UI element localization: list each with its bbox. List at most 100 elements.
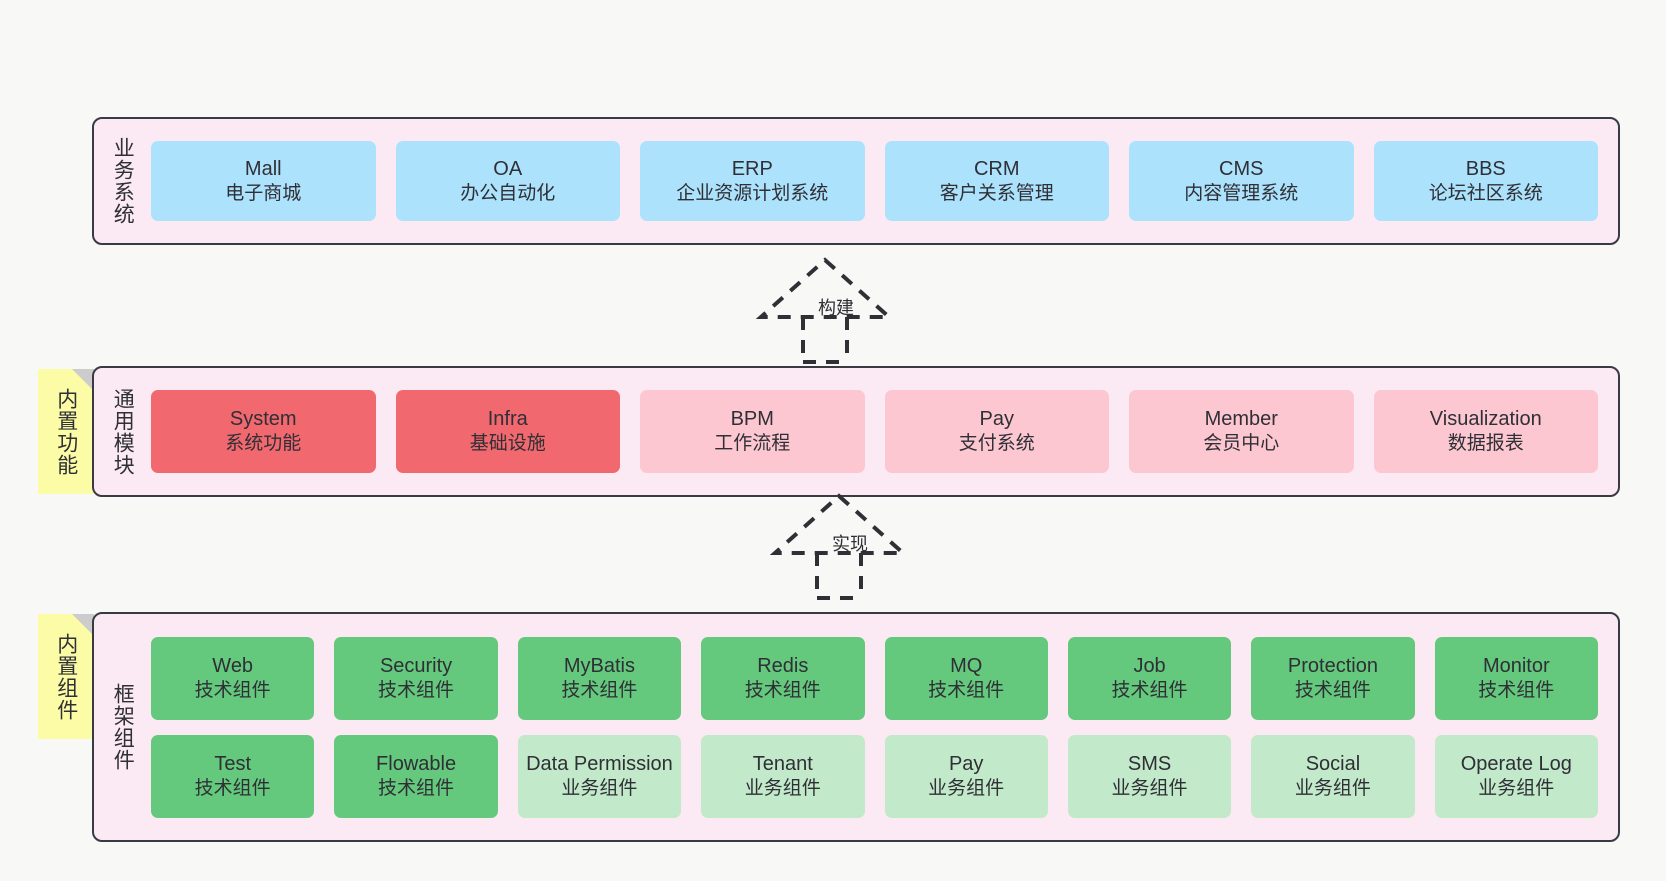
sticky-note-builtin-features: 内置功能 <box>38 369 94 494</box>
connector-implement: 实现 <box>750 488 930 600</box>
framework-component-layer: 框架组件 Web 技术组件 Security 技术组件 MyBatis 技术组件… <box>92 612 1620 842</box>
box-title: Social <box>1305 752 1361 775</box>
framework-box-test[interactable]: Test 技术组件 <box>151 734 315 818</box>
box-subtitle: 企业资源计划系统 <box>676 182 829 204</box>
box-title: Security <box>379 654 453 677</box>
business-system-row: Mall 电子商城 OA 办公自动化 ERP 企业资源计划系统 CRM 客户关系… <box>151 141 1598 221</box>
box-subtitle: 支付系统 <box>958 433 1035 455</box>
box-subtitle: 业务组件 <box>744 777 821 799</box>
box-subtitle: 技术组件 <box>194 679 271 701</box>
common-module-layer: 通用模块 System 系统功能 Infra 基础设施 BPM 工作流程 Pay… <box>92 366 1620 497</box>
business-box-cms[interactable]: CMS 内容管理系统 <box>1129 141 1354 221</box>
box-title: Pay <box>948 752 984 775</box>
box-subtitle: 业务组件 <box>1294 777 1371 799</box>
generalization-arrowhead <box>769 493 909 555</box>
framework-box-protection[interactable]: Protection 技术组件 <box>1251 636 1415 720</box>
framework-tech-row: Web 技术组件 Security 技术组件 MyBatis 技术组件 Redi… <box>151 636 1598 720</box>
box-title: Visualization <box>1429 408 1542 431</box>
module-box-system[interactable]: System 系统功能 <box>151 390 376 473</box>
box-subtitle: 数据报表 <box>1447 433 1524 455</box>
box-subtitle: 技术组件 <box>194 777 271 799</box>
framework-box-mq[interactable]: MQ 技术组件 <box>884 636 1048 720</box>
box-title: Protection <box>1287 654 1378 677</box>
sticky-note-label: 内置功能 <box>54 387 78 476</box>
sticky-note-builtin-components: 内置组件 <box>38 614 94 739</box>
connector-build-label: 构建 <box>818 298 854 318</box>
box-subtitle: 技术组件 <box>561 679 638 701</box>
module-box-member[interactable]: Member 会员中心 <box>1129 390 1354 473</box>
business-box-bbs[interactable]: BBS 论坛社区系统 <box>1373 141 1598 221</box>
sticky-fold-icon <box>72 369 94 391</box>
box-title: MyBatis <box>563 654 635 677</box>
framework-biz-row: Test 技术组件 Flowable 技术组件 Data Permission … <box>151 734 1598 818</box>
business-box-erp[interactable]: ERP 企业资源计划系统 <box>640 141 865 221</box>
framework-box-operate-log[interactable]: Operate Log 业务组件 <box>1434 734 1598 818</box>
framework-component-layer-label: 框架组件 <box>111 683 135 771</box>
box-title: Infra <box>487 408 528 431</box>
box-subtitle: 技术组件 <box>378 679 455 701</box>
framework-component-boxes: Web 技术组件 Security 技术组件 MyBatis 技术组件 Redi… <box>151 614 1618 840</box>
box-title: Member <box>1204 408 1278 431</box>
box-title: MQ <box>950 654 983 677</box>
framework-box-job[interactable]: Job 技术组件 <box>1067 636 1232 720</box>
common-module-row: System 系统功能 Infra 基础设施 BPM 工作流程 Pay 支付系统… <box>151 390 1598 473</box>
sticky-note-label: 内置组件 <box>54 632 78 721</box>
box-title: ERP <box>731 157 773 180</box>
box-subtitle: 工作流程 <box>714 433 791 455</box>
box-subtitle: 技术组件 <box>744 679 821 701</box>
box-title: Job <box>1133 654 1166 677</box>
business-box-mall[interactable]: Mall 电子商城 <box>151 141 376 221</box>
box-subtitle: 技术组件 <box>928 679 1005 701</box>
connector-build: 构建 <box>736 252 916 364</box>
box-title: CRM <box>973 157 1020 180</box>
connector-shaft <box>801 317 849 364</box>
box-subtitle: 论坛社区系统 <box>1428 182 1543 204</box>
box-subtitle: 基础设施 <box>469 433 546 455</box>
box-title: Mall <box>244 157 282 180</box>
framework-box-monitor[interactable]: Monitor 技术组件 <box>1434 636 1598 720</box>
business-system-layer: 业务系统 Mall 电子商城 OA 办公自动化 ERP 企业资源计划系统 CRM… <box>92 117 1620 245</box>
box-subtitle: 内容管理系统 <box>1184 182 1299 204</box>
framework-box-web[interactable]: Web 技术组件 <box>151 636 315 720</box>
box-title: Redis <box>757 654 809 677</box>
framework-box-security[interactable]: Security 技术组件 <box>334 636 498 720</box>
box-subtitle: 办公自动化 <box>460 182 556 204</box>
box-subtitle: 会员中心 <box>1203 433 1280 455</box>
box-title: Test <box>214 752 252 775</box>
box-title: BBS <box>1465 157 1506 180</box>
framework-box-social[interactable]: Social 业务组件 <box>1251 734 1415 818</box>
box-title: System <box>229 408 297 431</box>
box-subtitle: 技术组件 <box>1294 679 1371 701</box>
framework-box-sms[interactable]: SMS 业务组件 <box>1067 734 1232 818</box>
box-title: Web <box>212 654 254 677</box>
module-box-pay[interactable]: Pay 支付系统 <box>884 390 1109 473</box>
box-subtitle: 技术组件 <box>1478 679 1555 701</box>
box-subtitle: 业务组件 <box>1111 777 1188 799</box>
box-subtitle: 业务组件 <box>1478 777 1555 799</box>
framework-box-data-permission[interactable]: Data Permission 业务组件 <box>517 734 682 818</box>
generalization-arrowhead <box>755 257 895 319</box>
box-title: CMS <box>1219 157 1264 180</box>
box-title: Data Permission <box>526 752 673 775</box>
box-subtitle: 技术组件 <box>1111 679 1188 701</box>
box-title: Monitor <box>1482 654 1550 677</box>
framework-box-mybatis[interactable]: MyBatis 技术组件 <box>517 636 682 720</box>
box-title: Operate Log <box>1460 752 1572 775</box>
framework-box-flowable[interactable]: Flowable 技术组件 <box>334 734 498 818</box>
module-box-bpm[interactable]: BPM 工作流程 <box>640 390 865 473</box>
framework-box-redis[interactable]: Redis 技术组件 <box>701 636 865 720</box>
box-subtitle: 技术组件 <box>378 777 455 799</box>
box-subtitle: 系统功能 <box>225 433 302 455</box>
framework-box-pay[interactable]: Pay 业务组件 <box>884 734 1048 818</box>
business-box-crm[interactable]: CRM 客户关系管理 <box>884 141 1109 221</box>
module-box-infra[interactable]: Infra 基础设施 <box>395 390 620 473</box>
framework-box-tenant[interactable]: Tenant 业务组件 <box>701 734 865 818</box>
common-module-layer-label: 通用模块 <box>111 387 135 476</box>
module-box-visualization[interactable]: Visualization 数据报表 <box>1373 390 1598 473</box>
sticky-fold-icon <box>72 614 94 636</box>
box-title: Tenant <box>752 752 813 775</box>
common-module-boxes: System 系统功能 Infra 基础设施 BPM 工作流程 Pay 支付系统… <box>151 368 1618 495</box>
box-title: Flowable <box>376 752 457 775</box>
business-box-oa[interactable]: OA 办公自动化 <box>395 141 620 221</box>
business-system-boxes: Mall 电子商城 OA 办公自动化 ERP 企业资源计划系统 CRM 客户关系… <box>151 119 1618 243</box>
